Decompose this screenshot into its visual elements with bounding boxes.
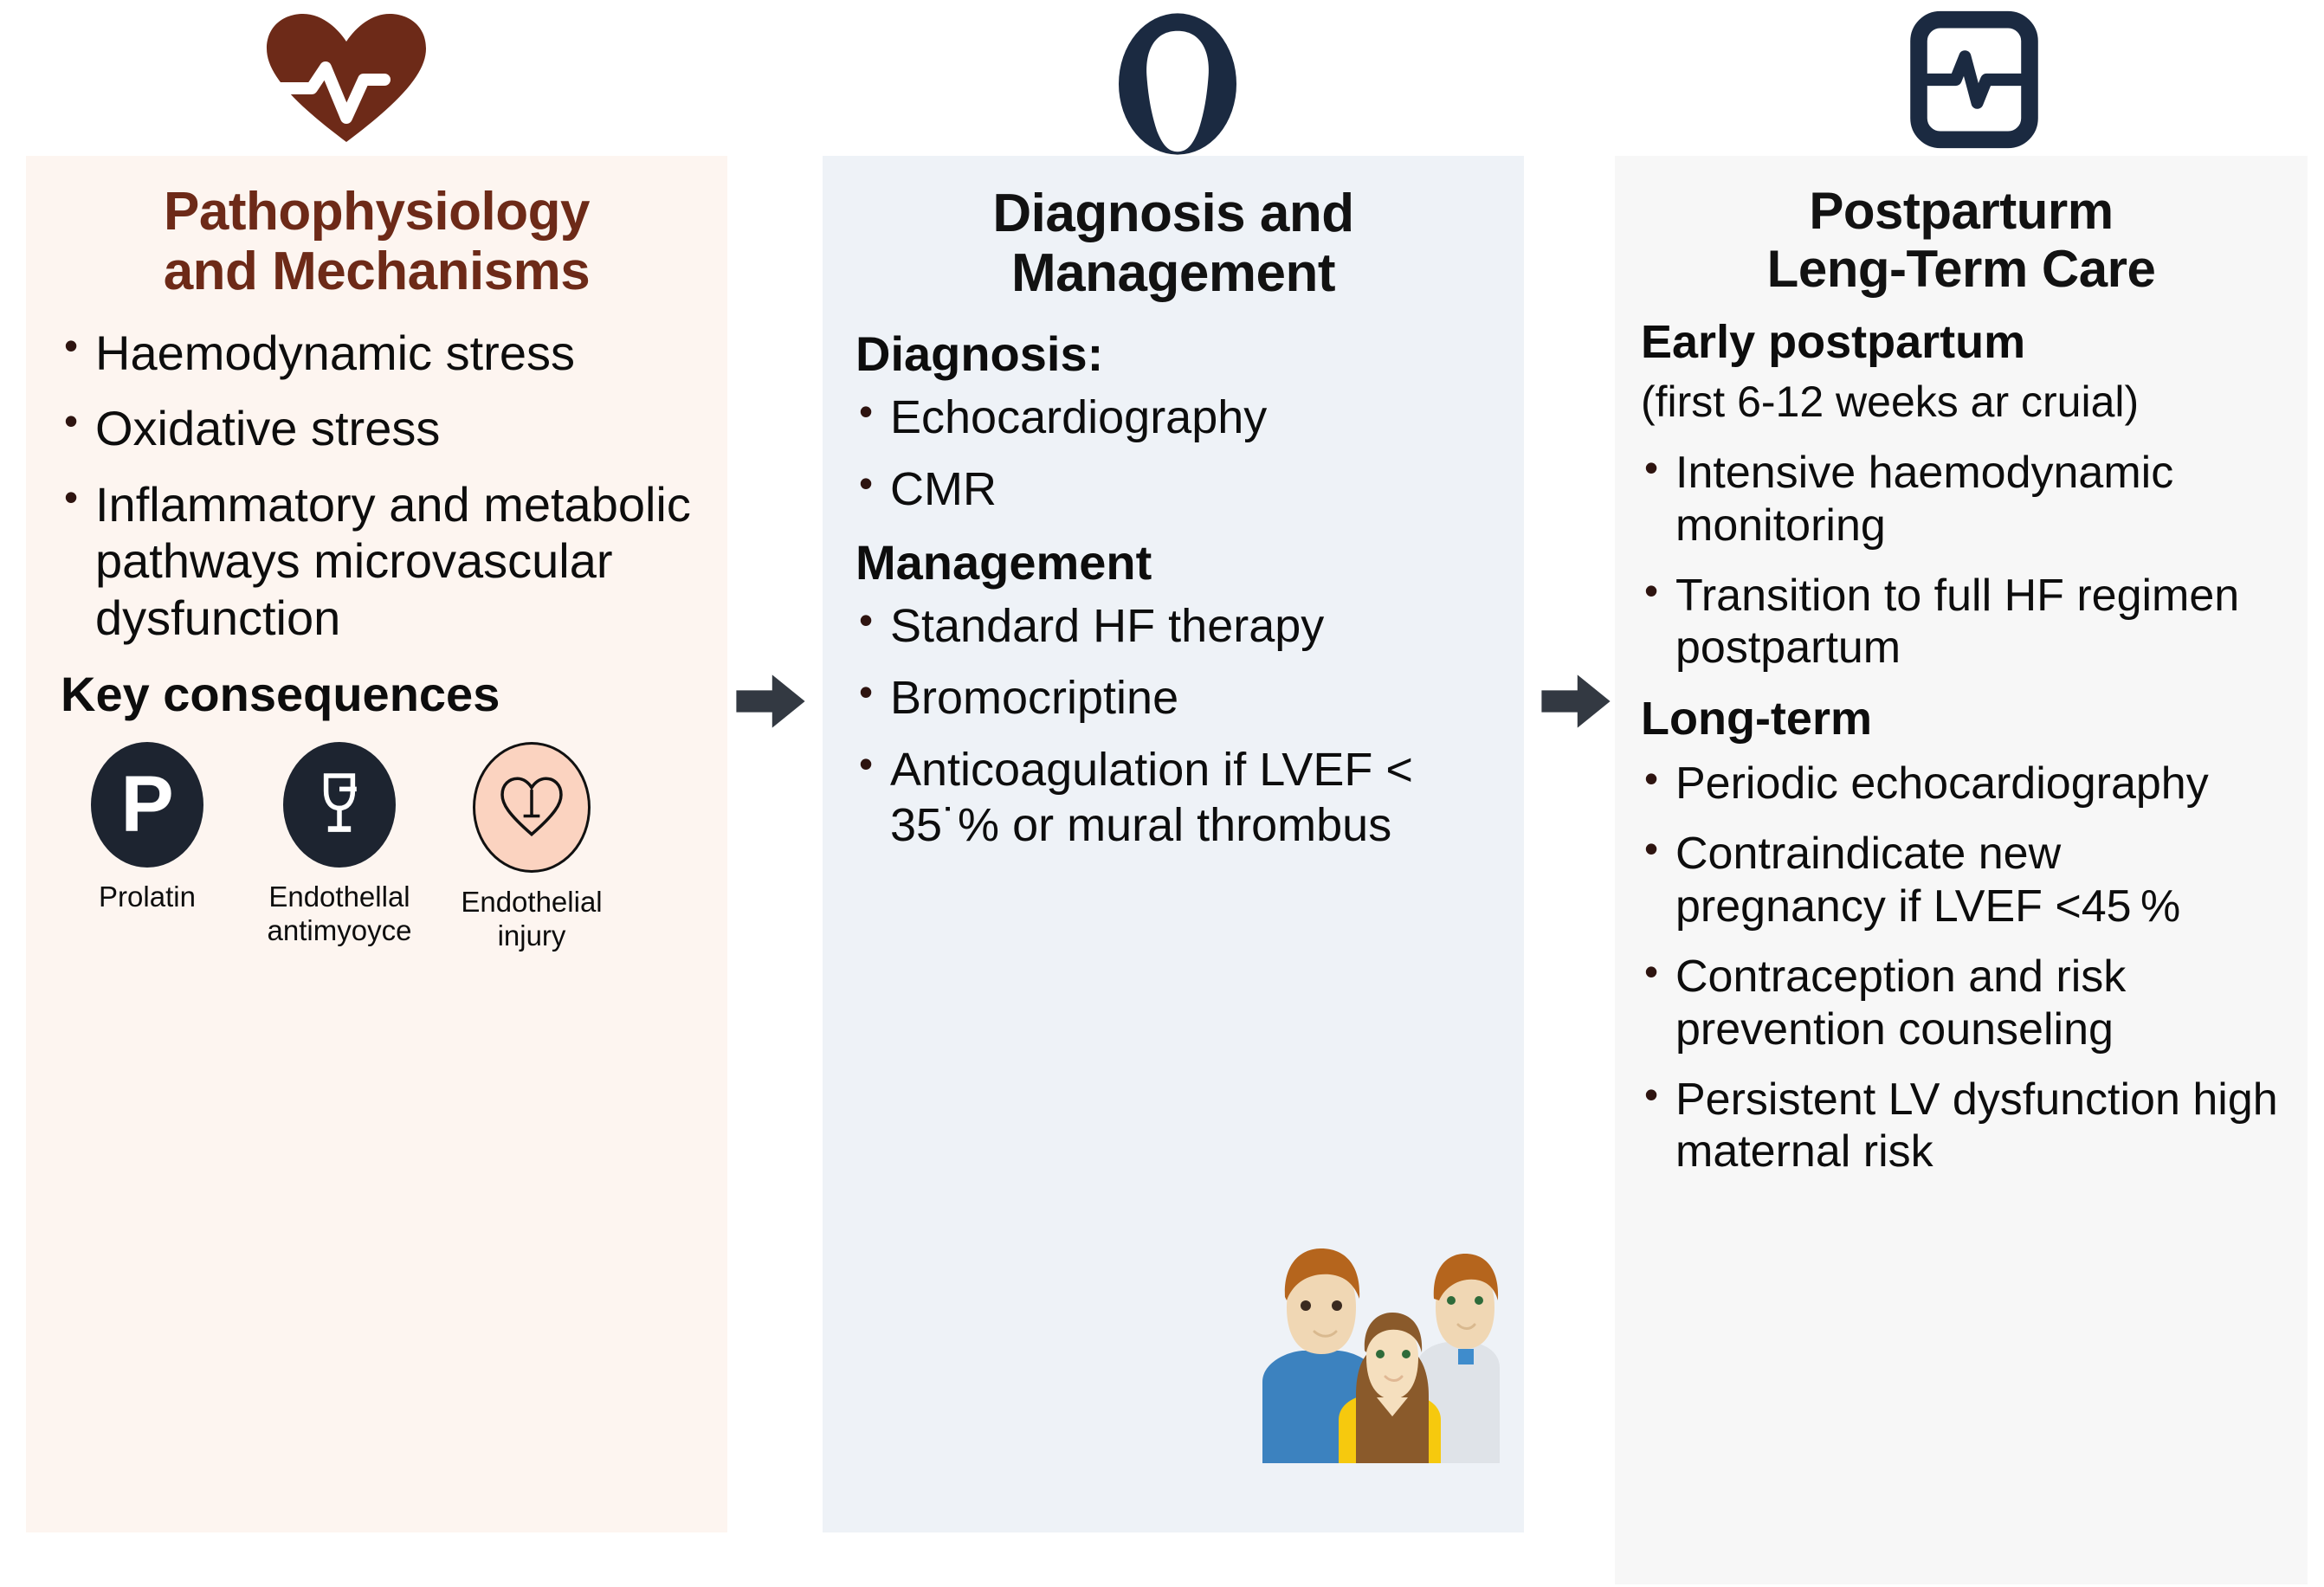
family-photo-illustration (1247, 1203, 1524, 1463)
panel-2-title-line1: Diagnosis and (992, 184, 1354, 243)
arrow-panel1-to-panel2 (732, 662, 810, 740)
diagnosis-heading: Diagnosis: (855, 326, 1104, 381)
goblet-icon (283, 741, 396, 868)
early-postpartum-heading: Early postpartum (1641, 316, 2026, 369)
early-postpartum-note: (first 6-12 weeks ar cruial) (1641, 377, 2140, 427)
list-item: Standard HF therapy (855, 597, 1491, 654)
panel-postpartum-longterm-care: Postparturm Leng-Term Care Early postpar… (1615, 156, 2308, 1584)
woman-head-icon (1100, 10, 1256, 158)
key-consequences-heading: Key consequences (61, 667, 500, 722)
diagnosis-bullet-list: Echocardiography CMR (855, 389, 1491, 517)
key-consequence-prolactin: P Prolatin (61, 741, 234, 953)
list-item: Transition to full HF regimen postpartum (1641, 568, 2282, 675)
list-item: Bromocriptine (855, 669, 1491, 726)
panel-diagnosis-management: Diagnosis and Management Diagnosis: Echo… (823, 156, 1524, 1532)
long-term-heading: Long-term (1641, 693, 1872, 745)
key-consequence-endothelial-injury: Endothelial injury (445, 741, 618, 953)
panel-3-title: Postparturm Leng-Term Care (1641, 156, 2282, 298)
list-item: Contraindicate new pregnancy if LVEF <45… (1641, 826, 2282, 933)
list-item: Anticoagulation if LVEF < 35˙% or mural … (855, 741, 1491, 852)
heart-pulse-icon (251, 10, 442, 149)
key-consequences-row: P Prolatin Endothellal antimyoyce (61, 741, 693, 953)
panel-1-title-line2: and Mechanisms (163, 242, 591, 302)
management-bullet-list: Standard HF therapy Bromocriptine Antico… (855, 597, 1491, 853)
panel-1-title: Pathophysiology and Mechanisms (61, 156, 693, 302)
panel-3-title-line2: Leng-Term Care (1766, 240, 2156, 299)
prolactin-letter: P (120, 760, 174, 849)
panel-1-bullet-list: Haemodynamic stress Oxidative stress Inf… (61, 323, 693, 647)
key-consequence-label: Endothelial injury (461, 885, 603, 952)
list-item: Intensive haemodynamic monitoring (1641, 445, 2282, 552)
list-item: Haemodynamic stress (61, 323, 693, 382)
key-consequence-endothelial-antimyocyte: Endothellal antimyoyce (253, 741, 426, 953)
panel-1-title-line1: Pathophysiology (164, 182, 590, 242)
panel-2-title-line2: Management (1011, 243, 1335, 304)
ecg-monitor-icon (1896, 10, 2052, 149)
list-item: Persistent LV dysfunction high maternal … (1641, 1072, 2282, 1179)
list-item: Echocardiography (855, 389, 1491, 445)
list-item: Oxidative stress (61, 398, 693, 457)
key-consequence-label: Prolatin (99, 880, 196, 913)
panel-3-title-line1: Postparturm (1809, 182, 2114, 240)
prolactin-p-icon: P (91, 741, 203, 868)
panel-2-title: Diagnosis and Management (855, 156, 1491, 304)
long-term-bullet-list: Periodic echocardiography Contraindicate… (1641, 756, 2282, 1179)
arrow-panel2-to-panel3 (1537, 662, 1615, 740)
key-consequence-label: Endothellal antimyoyce (267, 880, 412, 947)
list-item: Periodic echocardiography (1641, 756, 2282, 810)
panel-pathophysiology: Pathophysiology and Mechanisms Haemodyna… (26, 156, 727, 1532)
list-item: CMR (855, 461, 1491, 517)
early-postpartum-bullet-list: Intensive haemodynamic monitoring Transi… (1641, 445, 2282, 675)
list-item: Inflammatory and metabolic pathways micr… (61, 474, 693, 647)
management-heading: Management (855, 534, 1152, 590)
list-item: Contraception and risk prevention counse… (1641, 949, 2282, 1056)
heart-injury-icon (473, 741, 591, 873)
